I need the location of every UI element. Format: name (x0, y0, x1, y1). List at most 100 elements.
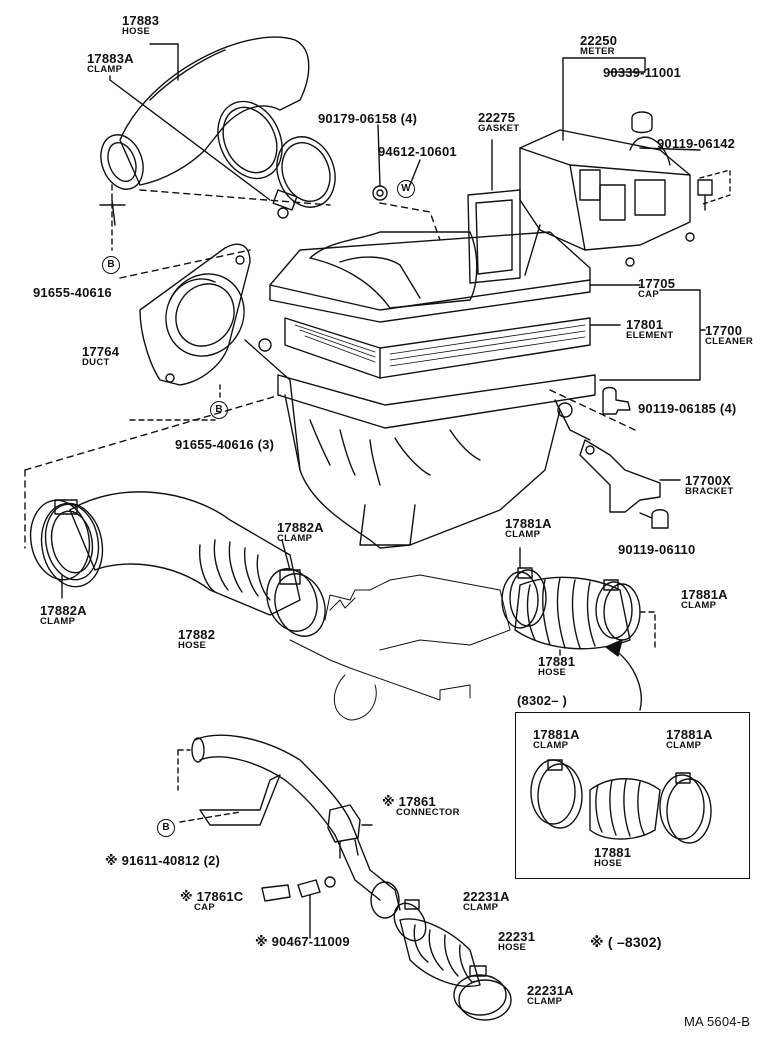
inset-title: (8302– ) (517, 693, 568, 708)
part-number: 22275 (478, 110, 516, 125)
duct-17764-drawing (139, 243, 251, 386)
label-90467-11009: ※ 90467-11009 (255, 934, 350, 949)
clamp-17883A-drawing (217, 100, 336, 219)
label-90119-06142: 90119-06142 (657, 136, 736, 151)
part-number: 17881 (594, 845, 632, 860)
part-number: 17883 (122, 13, 160, 28)
part-name: CLAMP (87, 64, 123, 75)
part-number: 17882 (178, 627, 216, 642)
label-17882A-left: 17882A CLAMP (40, 604, 87, 627)
part-number: 22231A (463, 889, 510, 904)
part-number: ※ 17861C (180, 889, 244, 904)
part-number: 17700 (705, 323, 743, 338)
clamp-17881A-end-drawing (595, 579, 641, 641)
part-name: CONNECTOR (396, 807, 460, 818)
air-cleaner-drawing (244, 231, 596, 549)
inset-parts-drawing (530, 759, 712, 844)
part-name: CAP (638, 289, 659, 300)
part-number: 17705 (638, 276, 676, 291)
label-22275: 22275 GASKET (478, 111, 519, 134)
label-90119-06185: 90119-06185 (4) (638, 401, 737, 416)
throttle-body-drawing (289, 574, 511, 721)
inset-box (515, 712, 750, 879)
label-17861C: ※ 17861C CAP (180, 890, 243, 913)
part-name: CLAMP (681, 600, 717, 611)
drawing-code: MA 5604-B (684, 1014, 751, 1029)
label-17700: 17700 CLEANER (705, 324, 753, 347)
part-name: HOSE (178, 640, 207, 651)
part-name: HOSE (538, 667, 567, 678)
part-name: GASKET (478, 123, 520, 134)
hose-17883-drawing (100, 36, 310, 190)
label-91611-40812: ※ 91611-40812 (2) (105, 853, 221, 868)
part-name: HOSE (122, 26, 151, 37)
inset-label-clamp-left: 17881A CLAMP (533, 728, 580, 751)
part-name: BRACKET (685, 486, 734, 497)
label-17881A-left: 17881A CLAMP (505, 517, 552, 540)
part-name: DUCT (82, 357, 110, 368)
part-name: CLAMP (527, 996, 563, 1007)
part-name: CLAMP (277, 533, 313, 544)
part-number: 17882A (40, 603, 87, 618)
part-number: 17700X (685, 473, 732, 488)
label-17705: 17705 CAP (638, 277, 675, 300)
label-17882A-right: 17882A CLAMP (277, 521, 324, 544)
clamp-17881A-mid-drawing (501, 567, 547, 629)
badge-b-mid: B (210, 401, 228, 419)
badge-w: W (397, 180, 415, 198)
label-17881: 17881 HOSE (538, 655, 575, 678)
label-91655-40616-3: 91655-40616 (3) (175, 437, 275, 452)
part-number: 17881A (533, 727, 580, 742)
label-90119-06110: 90119-06110 (618, 542, 696, 557)
label-91655-40616: 91655-40616 (33, 285, 112, 300)
hose-pipe-drawing (191, 734, 401, 911)
part-number: 17881A (681, 587, 728, 602)
part-number: ※ 17861 (382, 794, 436, 809)
part-name: CLEANER (705, 336, 754, 347)
part-name: CAP (194, 902, 215, 913)
part-number: 17881A (505, 516, 552, 531)
part-number: 17764 (82, 344, 120, 359)
label-17883: 17883 HOSE (122, 14, 159, 37)
label-22231: 22231 HOSE (498, 930, 535, 953)
label-17883A: 17883A CLAMP (87, 52, 134, 75)
inset-label-hose: 17881 HOSE (594, 846, 631, 869)
label-17801: 17801 ELEMENT (626, 318, 674, 341)
part-number: 22250 (580, 33, 618, 48)
label-17861: ※ 17861 CONNECTOR (382, 795, 460, 818)
part-number: 17881A (666, 727, 713, 742)
label-90179-06158: 90179-06158 (4) (318, 111, 418, 126)
badge-b-low: B (157, 819, 175, 837)
clamp-17882A-left-drawing (29, 499, 104, 588)
part-name: HOSE (498, 942, 527, 953)
label-22250: 22250 METER (580, 34, 617, 57)
part-name: HOSE (594, 858, 623, 869)
part-number: 17882A (277, 520, 324, 535)
footnote: ※ ( –8302) (590, 934, 662, 950)
label-17881A-right: 17881A CLAMP (681, 588, 728, 611)
label-90339-11001: 90339-11001 (603, 65, 682, 80)
part-number: 22231A (527, 983, 574, 998)
part-name: CLAMP (505, 529, 541, 540)
label-22231A-top: 22231A CLAMP (463, 890, 510, 913)
clamp-22231A-top-drawing (393, 899, 427, 942)
part-name: CLAMP (40, 616, 76, 627)
label-22231A-bottom: 22231A CLAMP (527, 984, 574, 1007)
part-name: CLAMP (463, 902, 499, 913)
badge-b-top: B (102, 256, 120, 274)
hose-17882-drawing (44, 491, 301, 616)
bracket-17700X-drawing (554, 399, 661, 513)
part-number: 17801 (626, 317, 664, 332)
label-17700X: 17700X BRACKET (685, 474, 734, 497)
part-number: 17883A (87, 51, 134, 66)
part-number: 22231 (498, 929, 536, 944)
part-number: 17881 (538, 654, 576, 669)
label-17882: 17882 HOSE (178, 628, 215, 651)
part-name: CLAMP (666, 740, 702, 751)
meter-22250-drawing (519, 129, 695, 276)
part-name: ELEMENT (626, 330, 674, 341)
part-name: CLAMP (533, 740, 569, 751)
clamp-22231A-bottom-drawing (453, 965, 512, 1021)
